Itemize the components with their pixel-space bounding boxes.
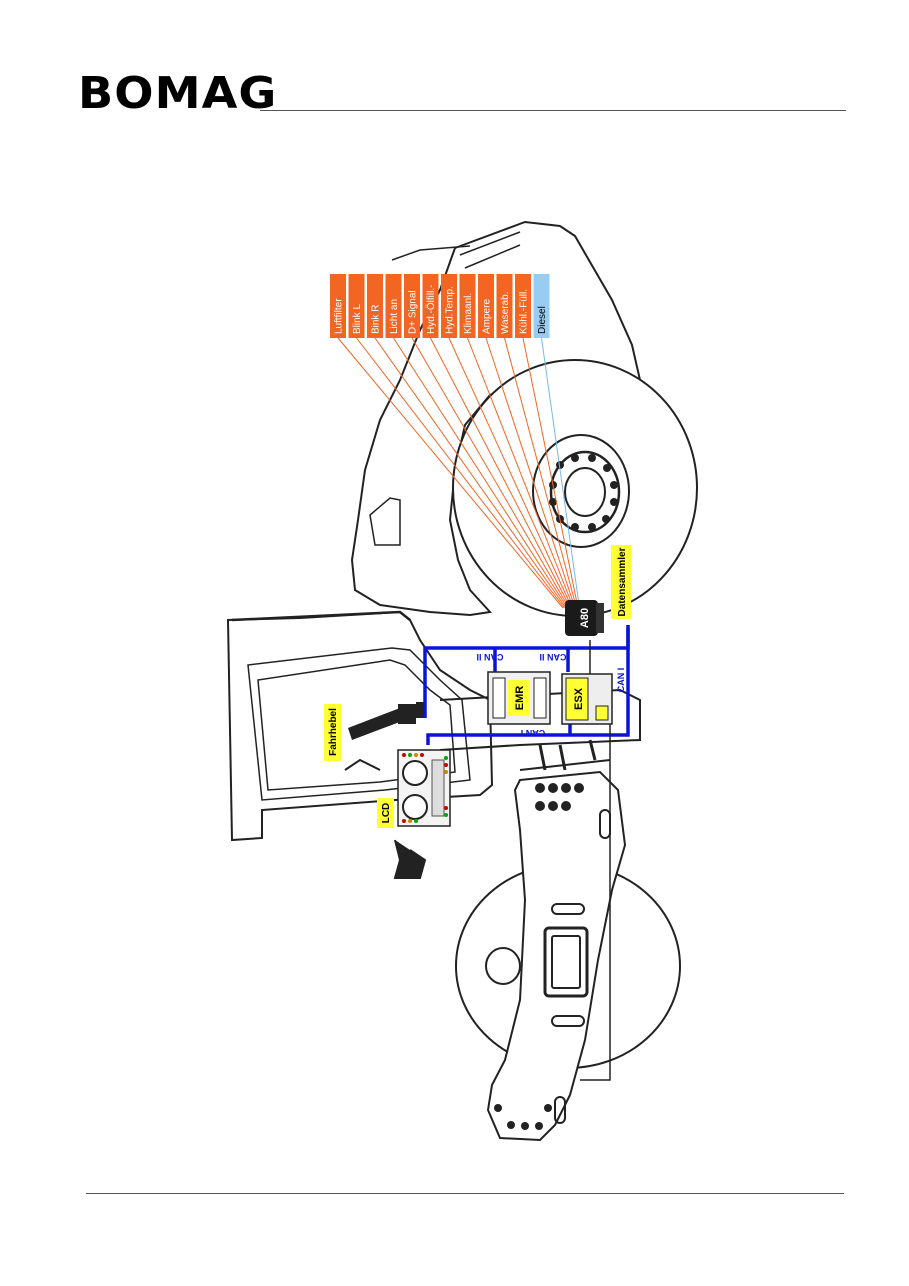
fahrhebel-lever: [348, 702, 424, 740]
signal-box: Bink R: [367, 274, 383, 338]
signal-line: [337, 337, 564, 609]
signal-line: [356, 337, 565, 609]
can2-branches: [493, 648, 570, 672]
signal-box-bg: [367, 274, 383, 338]
signal-box: D+ Signal: [404, 274, 420, 338]
signal-box-bg: [459, 274, 476, 338]
signal-boxes: Luftfilter Blink L Bink R Licht an D+ Signal…: [330, 274, 550, 338]
signal-box-bg: [441, 274, 457, 338]
emr-module: EMR: [487, 671, 551, 725]
a80-module: A80: [565, 600, 604, 636]
bomag-logo: BOMAG: [78, 68, 278, 119]
signal-box: Licht an: [385, 274, 402, 338]
signal-label: Klimaanl.: [463, 293, 474, 334]
a80-label: A80: [579, 608, 591, 628]
signal-box-bg: [422, 274, 439, 338]
signal-label: Luftfilter: [334, 298, 345, 334]
fahrhebel-label: Fahrhebel: [328, 708, 339, 756]
signal-box: Luftfilter: [330, 274, 346, 338]
lcd-label: LCD: [381, 803, 392, 824]
footer-rule: [86, 1193, 844, 1194]
header-rule: [260, 110, 846, 111]
signal-box-bg: [385, 274, 402, 338]
signal-box: Blink L: [348, 274, 365, 338]
signal-line: [467, 337, 574, 609]
signal-line: [504, 337, 577, 609]
signal-line: [522, 337, 579, 609]
fahrhebel-tag: Fahrhebel: [324, 704, 341, 761]
signal-box: Hyd.Temp.: [441, 274, 457, 338]
signal-box-bg: [496, 274, 513, 338]
signal-box-bg: [330, 274, 346, 338]
signal-box: Waserab.: [496, 274, 513, 338]
signal-line: [430, 337, 571, 609]
datensammler-label: Datensammler: [617, 547, 628, 616]
signal-box-bg: [404, 274, 420, 338]
signal-label: Kühl.-Füll.: [519, 289, 530, 334]
signal-box-bg: [515, 274, 531, 338]
signal-box: Diesel: [533, 274, 550, 338]
signal-label: Blink L: [352, 304, 363, 334]
can2-label-a: CAN II: [477, 652, 504, 662]
signal-label: Hyd.-Ölfill.-: [425, 285, 437, 334]
signal-box: Ampere: [478, 274, 494, 338]
signal-line: [411, 337, 570, 609]
can1-label-a: CAN I: [521, 728, 546, 738]
signal-box-bg: [533, 274, 550, 338]
signal-label: Licht an: [389, 299, 400, 334]
signal-label: Hyd.Temp.: [445, 286, 456, 334]
signal-label: D+ Signal: [408, 290, 419, 334]
signal-box: Klimaanl.: [459, 274, 476, 338]
signal-line: [393, 337, 568, 609]
signal-box: Kühl.-Füll.: [515, 274, 531, 338]
lcd-display: [397, 749, 451, 827]
signal-box: Hyd.-Ölfill.-: [422, 274, 439, 338]
can2-label-b: CAN II: [540, 652, 567, 662]
signal-line: [448, 337, 573, 609]
can-bus-lines: [423, 625, 630, 745]
signal-label: Bink R: [371, 305, 382, 334]
signal-lines: [337, 337, 580, 609]
can1-label-b: CAN I: [616, 668, 626, 693]
signal-line: [485, 337, 576, 609]
esx-label: ESX: [573, 687, 585, 710]
signal-box-bg: [478, 274, 494, 338]
signal-label: Ampere: [482, 299, 493, 334]
signal-line: [541, 337, 580, 609]
lcd-tag: LCD: [377, 798, 394, 828]
signal-label: Waserab.: [500, 292, 511, 334]
signal-box-bg: [348, 274, 365, 338]
esx-module: ESX: [561, 673, 613, 725]
signal-label: Diesel: [537, 306, 548, 334]
can1-line: [426, 625, 630, 745]
signal-line: [374, 337, 567, 609]
emr-label: EMR: [514, 686, 526, 711]
datensammler-tag: Datensammler: [611, 545, 631, 619]
